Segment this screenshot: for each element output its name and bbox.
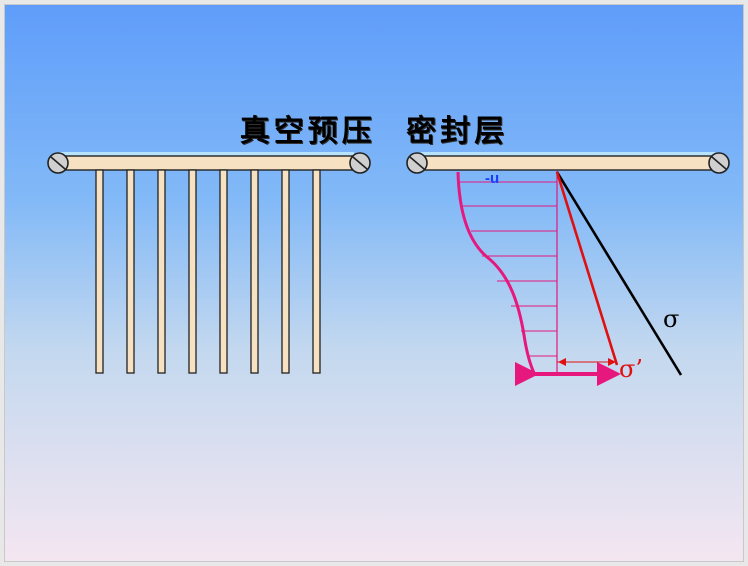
vertical-drains xyxy=(95,169,321,374)
vertical-drain xyxy=(281,169,290,374)
title-sealing-layer: 密封层 xyxy=(406,114,509,149)
left-drain-assembly xyxy=(47,152,371,374)
effective-stress-line xyxy=(555,171,619,366)
right-sealing-membrane xyxy=(420,155,716,171)
left-end-anchor xyxy=(47,152,69,174)
pore-pressure-curve xyxy=(456,171,537,376)
pressure-hatching xyxy=(460,181,557,357)
diagram-canvas: -u σ σ’ xyxy=(47,152,730,386)
title-vacuum-preloading: 真空预压 xyxy=(239,114,376,149)
negative-pore-pressure-label: -u xyxy=(485,170,499,187)
slide-title: 真空预压 密封层 xyxy=(5,106,743,150)
vertical-drain xyxy=(250,169,259,374)
right-end-anchor xyxy=(708,152,730,174)
left-end-anchor xyxy=(406,152,428,174)
vertical-drain xyxy=(312,169,321,374)
total-stress-label: σ xyxy=(663,305,679,333)
right-membrane-highlight xyxy=(421,152,715,156)
vertical-drain xyxy=(157,169,166,374)
right-stress-assembly: -u σ σ’ xyxy=(406,152,730,386)
slide: 真空预压 密封层 xyxy=(5,5,743,561)
right-end-anchor xyxy=(349,152,371,174)
left-membrane-highlight xyxy=(60,152,354,156)
vertical-drain xyxy=(219,169,228,374)
effective-stress-label: σ’ xyxy=(619,355,643,383)
total-stress-line xyxy=(555,171,683,376)
vertical-drain xyxy=(188,169,197,374)
vertical-drain xyxy=(95,169,104,374)
vertical-drain xyxy=(126,169,135,374)
left-sealing-membrane xyxy=(59,155,355,171)
